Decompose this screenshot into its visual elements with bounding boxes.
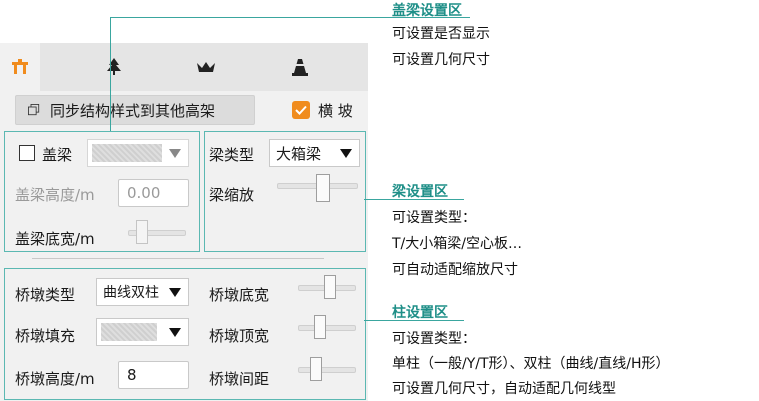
chevron-down-icon [169, 149, 181, 158]
slope-checkbox[interactable] [292, 101, 310, 119]
pier-bottom-width-slider-thumb[interactable] [324, 275, 336, 299]
crown-icon [197, 62, 215, 72]
pier-section [4, 268, 366, 400]
callout-title-cap-beam: 盖梁设置区 [392, 3, 462, 19]
slope-label: 横 坡 [318, 102, 353, 120]
callout-connector [364, 320, 464, 321]
tab-tree[interactable] [90, 43, 138, 91]
tab-traffic-cone[interactable] [276, 43, 324, 91]
beam-type-value: 大箱梁 [276, 144, 322, 163]
beam-type-dropdown[interactable]: 大箱梁 [269, 139, 360, 167]
cap-beam-material-dropdown[interactable] [87, 139, 189, 167]
beam-type-label: 梁类型 [209, 146, 255, 164]
callout-text: 可设置几何尺寸，自动适配几何线型 [392, 381, 616, 397]
callout-connector [110, 17, 111, 131]
traffic-cone-icon [292, 59, 308, 76]
pier-fill-swatch [101, 323, 157, 341]
callout-text: 可设置类型： [392, 210, 476, 226]
pier-fill-dropdown[interactable] [96, 318, 189, 346]
tree-icon [107, 58, 121, 75]
cap-beam-height-label: 盖梁高度/m [15, 186, 95, 204]
checkmark-icon [295, 105, 307, 115]
divider [32, 258, 324, 259]
pier-type-dropdown[interactable]: 曲线双柱 [96, 278, 189, 306]
chevron-down-icon [169, 328, 181, 337]
cap-beam-bottom-width-label: 盖梁底宽/m [15, 230, 95, 248]
cap-beam-icon [12, 59, 28, 74]
callout-connector [110, 17, 470, 18]
pier-spacing-label: 桥墩间距 [209, 370, 270, 388]
callout-title-beam: 梁设置区 [392, 184, 448, 200]
cap-beam-section [4, 131, 200, 252]
pier-spacing-slider-thumb[interactable] [310, 357, 322, 381]
beam-scale-label: 梁缩放 [209, 186, 255, 204]
tab-bar [0, 43, 368, 91]
tab-cap-beam[interactable] [0, 43, 40, 91]
cap-beam-label: 盖梁 [42, 146, 73, 164]
cap-beam-height-input[interactable]: 0.00 [118, 179, 189, 207]
beam-section [204, 131, 366, 252]
pier-type-label: 桥墩类型 [15, 286, 76, 304]
callout-text: 可自动适配缩放尺寸 [392, 262, 518, 278]
cap-beam-bottom-width-slider-track[interactable] [128, 230, 186, 236]
pier-top-width-slider-track[interactable] [298, 325, 356, 331]
tab-crown[interactable] [182, 43, 230, 91]
callout-connector [364, 199, 464, 200]
pier-spacing-slider-track[interactable] [298, 367, 356, 373]
chevron-down-icon [169, 288, 181, 297]
pier-top-width-label: 桥墩顶宽 [209, 327, 270, 345]
cap-beam-material-swatch [92, 144, 162, 162]
callout-text: 可设置是否显示 [392, 26, 490, 42]
callout-title-pier: 柱设置区 [392, 305, 448, 321]
pier-top-width-slider-thumb[interactable] [314, 315, 326, 339]
pier-type-value: 曲线双柱 [103, 285, 159, 301]
pier-height-input[interactable]: 8 [118, 361, 189, 389]
pier-height-label: 桥墩高度/m [15, 370, 95, 388]
callout-text: 单柱（一般/Y/T形）、双柱（曲线/直线/H形） [392, 356, 670, 372]
sync-style-button[interactable]: 同步结构样式到其他高架 [15, 95, 255, 125]
cap-beam-bottom-width-slider-thumb[interactable] [136, 220, 148, 244]
copy-icon [28, 104, 40, 116]
sync-button-label: 同步结构样式到其他高架 [50, 101, 216, 120]
pier-fill-label: 桥墩填充 [15, 327, 76, 345]
callout-text: 可设置类型： [392, 331, 476, 347]
beam-scale-slider-thumb[interactable] [316, 174, 330, 202]
cap-beam-checkbox[interactable] [19, 145, 35, 161]
pier-bottom-width-label: 桥墩底宽 [209, 286, 270, 304]
chevron-down-icon [340, 149, 352, 158]
callout-text: T/大小箱梁/空心板… [392, 236, 522, 252]
callout-text: 可设置几何尺寸 [392, 52, 490, 68]
